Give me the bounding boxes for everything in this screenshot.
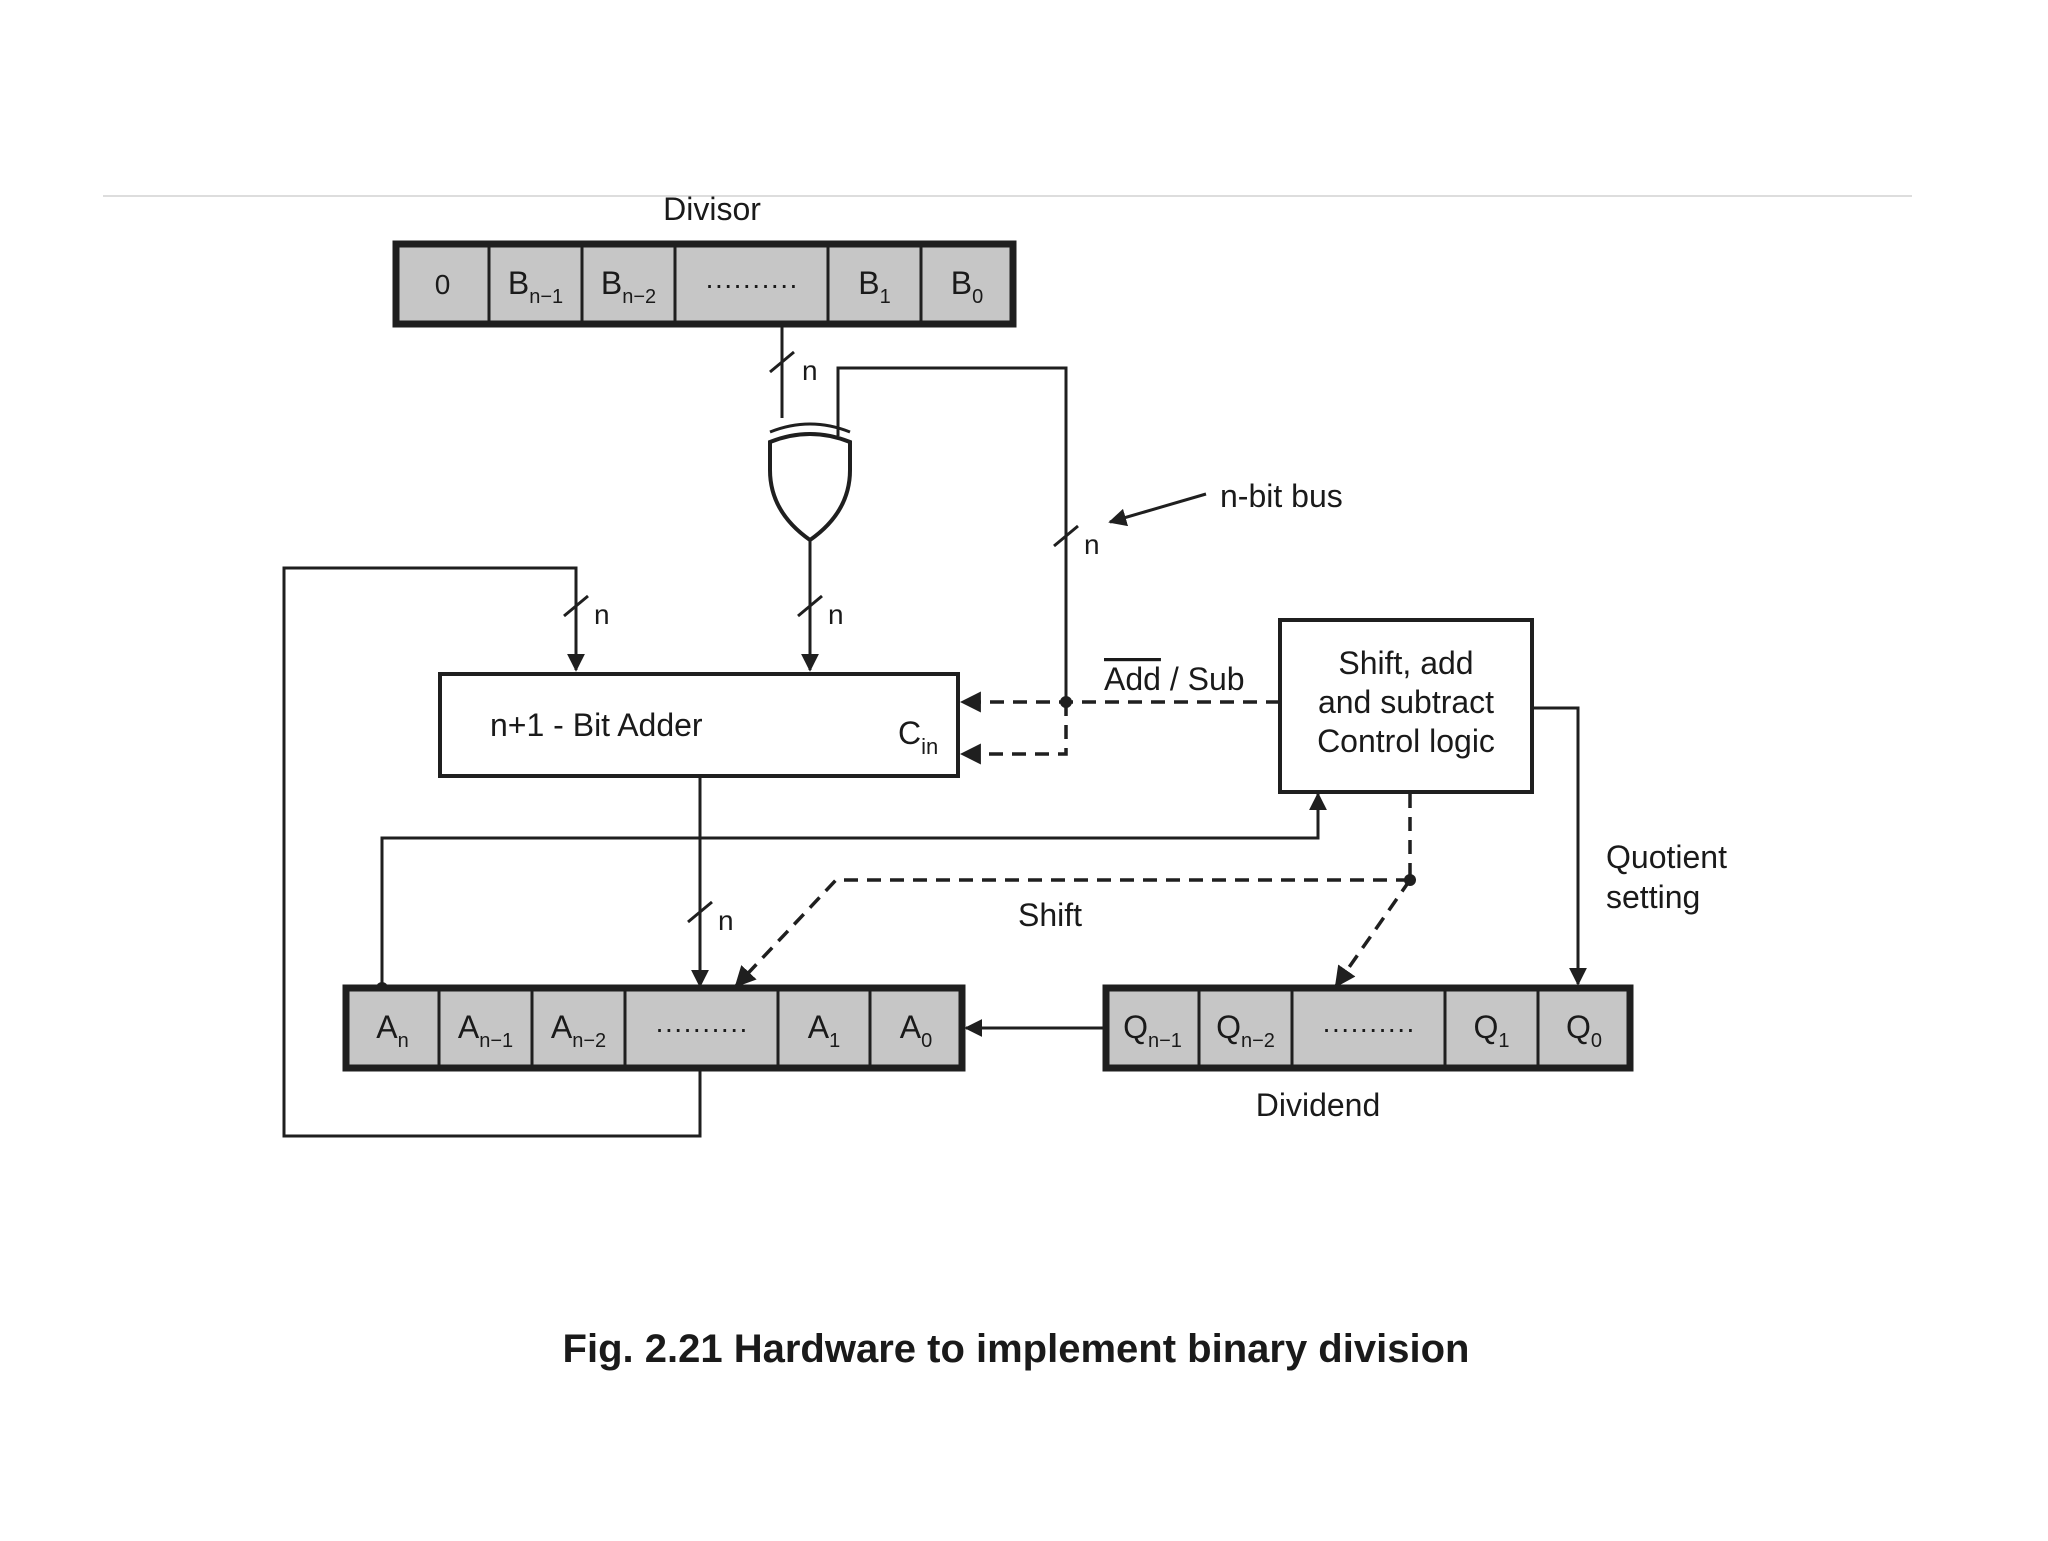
adder-box: [438, 672, 960, 778]
a-register: An An−1 An−2 ·········· A1 A0: [342, 984, 966, 1072]
control-logic-box: [1278, 618, 1534, 794]
a-reg-cell-4: [776, 986, 872, 1070]
divisor-cell-3: [673, 242, 830, 326]
q-reg-cell-2: [1290, 986, 1447, 1070]
a-reg-cell-label-3: ··········: [655, 1013, 748, 1044]
figure-caption: Fig. 2.21 Hardware to implement binary d…: [563, 1327, 1470, 1371]
q-reg-cell-0: [1104, 986, 1201, 1070]
divisor-cell-label-5: B0: [951, 265, 983, 308]
sub-label: / Sub: [1161, 661, 1245, 697]
divisor-cell-label-1: Bn−1: [508, 265, 563, 308]
divisor-label: Divisor: [663, 191, 761, 227]
bus-width-label: n: [828, 599, 844, 630]
q-reg-cell-label-2: ··········: [1322, 1013, 1415, 1044]
a-reg-cell-5: [868, 986, 964, 1070]
a-reg-cell-label-5: A0: [900, 1009, 932, 1052]
a-reg-cell-label-4: A1: [808, 1009, 840, 1052]
shift-dashed-to-q: [1334, 878, 1412, 988]
quotient-setting-label-1: Quotient: [1606, 839, 1727, 875]
bus-slash: [797, 594, 823, 618]
q-reg-frame: [1102, 984, 1634, 1072]
junction-dot: [1404, 874, 1416, 886]
divisor-cell-2: [580, 242, 677, 326]
a-reg-cell-2: [530, 986, 627, 1070]
q-reg-cell-label-4: Q0: [1566, 1009, 1602, 1052]
bus-slash: [563, 594, 589, 618]
q-reg-cell-label-1: Qn−2: [1216, 1009, 1275, 1052]
cin-sub: in: [921, 734, 938, 759]
divisor-frame: [392, 240, 1017, 328]
bus-slash: [1053, 524, 1079, 548]
control-line-2: and subtract: [1318, 684, 1494, 720]
q-reg-cell-label-3: Q1: [1473, 1009, 1509, 1052]
bus-slash: [687, 900, 713, 924]
a-reg-cell-label-0: An: [376, 1009, 408, 1052]
divisor-cell-label-0: 0: [435, 269, 451, 300]
bus-width-label: n: [1084, 529, 1100, 560]
a-reg-cell-label-1: An−1: [458, 1009, 513, 1052]
divisor-cell-label-2: Bn−2: [601, 265, 656, 308]
bus-width-label: n: [802, 355, 818, 386]
divisor-cell-label-4: B1: [858, 265, 890, 308]
add-label: Add: [1104, 661, 1161, 697]
divisor-register: 0 Bn−1 Bn−2 ·········· B1 B0: [392, 240, 1017, 328]
control-line-3: Control logic: [1317, 723, 1495, 759]
adder-label: n+1 - Bit Adder: [490, 707, 703, 743]
shift-dashed-to-a: [734, 878, 1410, 988]
bus-width-label: n: [718, 905, 734, 936]
quotient-setting-wire: [1532, 706, 1587, 986]
a-reg-frame: [342, 984, 966, 1072]
q-register: Qn−1 Qn−2 ·········· Q1 Q0: [1102, 984, 1634, 1072]
q-reg-cell-3: [1443, 986, 1540, 1070]
divisor-cell-label-3: ··········: [705, 269, 798, 300]
sign-bit-wire: [380, 792, 1327, 988]
cin-dashed-wire: [959, 702, 1068, 765]
shift-label: Shift: [1018, 897, 1082, 933]
adder-cin-label: Cin: [898, 715, 938, 759]
control-line-1: Shift, add: [1338, 645, 1473, 681]
q-reg-cell-1: [1197, 986, 1294, 1070]
nbit-bus-label: n-bit bus: [1220, 478, 1343, 514]
bus-slash: [769, 350, 795, 374]
xor-control-wire: [836, 366, 1068, 702]
a-feedback-wire: [282, 566, 702, 1138]
addsub-label: Add / Sub: [1104, 661, 1245, 697]
dividend-label: Dividend: [1256, 1087, 1381, 1123]
divisor-cell-1: [487, 242, 584, 326]
cin-main: C: [898, 715, 921, 751]
xor-gate: [768, 422, 852, 543]
a-reg-cell-label-2: An−2: [551, 1009, 606, 1052]
junction-dot: [1060, 696, 1072, 708]
nbit-bus-pointer: [1108, 492, 1207, 527]
bus-width-label: n: [594, 599, 610, 630]
quotient-setting-label-2: setting: [1606, 879, 1700, 915]
q-reg-cell-label-0: Qn−1: [1123, 1009, 1182, 1052]
a-reg-cell-1: [437, 986, 534, 1070]
